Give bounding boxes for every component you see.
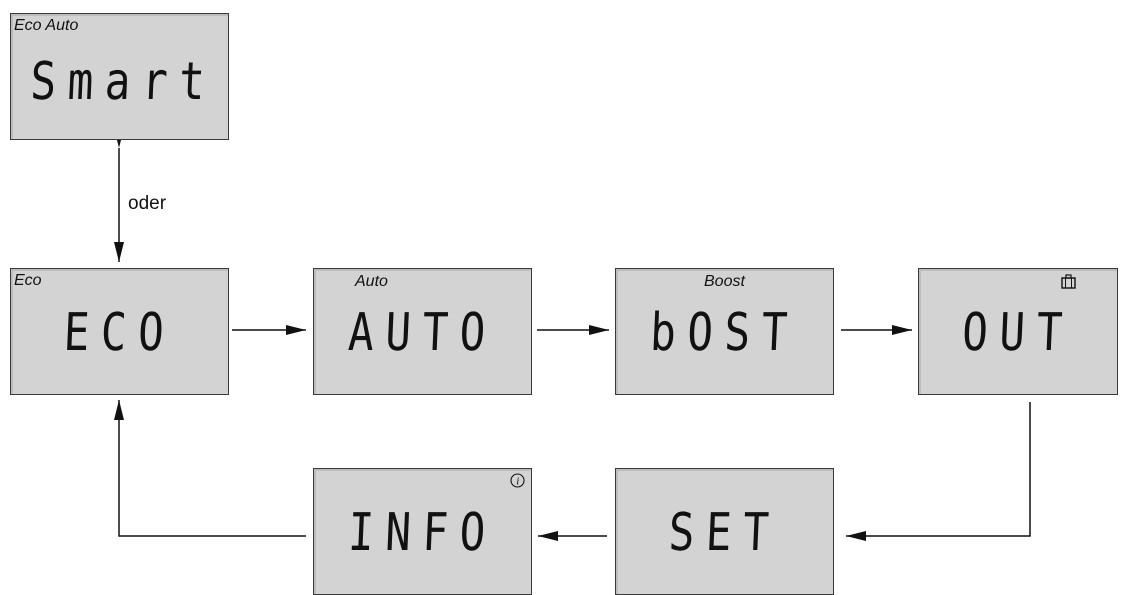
mode-label-boost: Boost (704, 273, 745, 290)
lcd-panel-out: OUT (918, 268, 1118, 395)
lcd-display-eco: ECO (62, 303, 177, 363)
arrow-out-set (846, 402, 1031, 541)
lcd-panel-smart: Eco Auto Smart (10, 13, 229, 140)
lcd-display-auto: AUTO (346, 303, 499, 363)
lcd-panel-auto: Auto AUTO (313, 268, 532, 395)
arrow-info-eco (114, 400, 306, 537)
lcd-display-out: OUT (960, 303, 1076, 363)
mode-label-auto: Auto (355, 273, 388, 290)
mode-label-eco: Eco (14, 272, 42, 289)
info-icon: i (510, 473, 525, 493)
lcd-display-boost: bOST (648, 303, 801, 363)
lcd-display-smart: Smart (29, 52, 218, 112)
lcd-panel-set: SET (615, 468, 834, 595)
lcd-panel-info: i INFO (313, 468, 532, 595)
or-label: oder (128, 193, 167, 214)
mode-label-smart: Eco Auto (14, 17, 79, 34)
lcd-panel-eco: Eco ECO (10, 268, 229, 395)
lcd-display-set: SET (667, 503, 782, 563)
lcd-panel-boost: Boost bOST (615, 268, 834, 395)
suitcase-icon (1061, 274, 1076, 294)
lcd-display-info: INFO (346, 503, 499, 563)
svg-text:i: i (516, 476, 519, 488)
